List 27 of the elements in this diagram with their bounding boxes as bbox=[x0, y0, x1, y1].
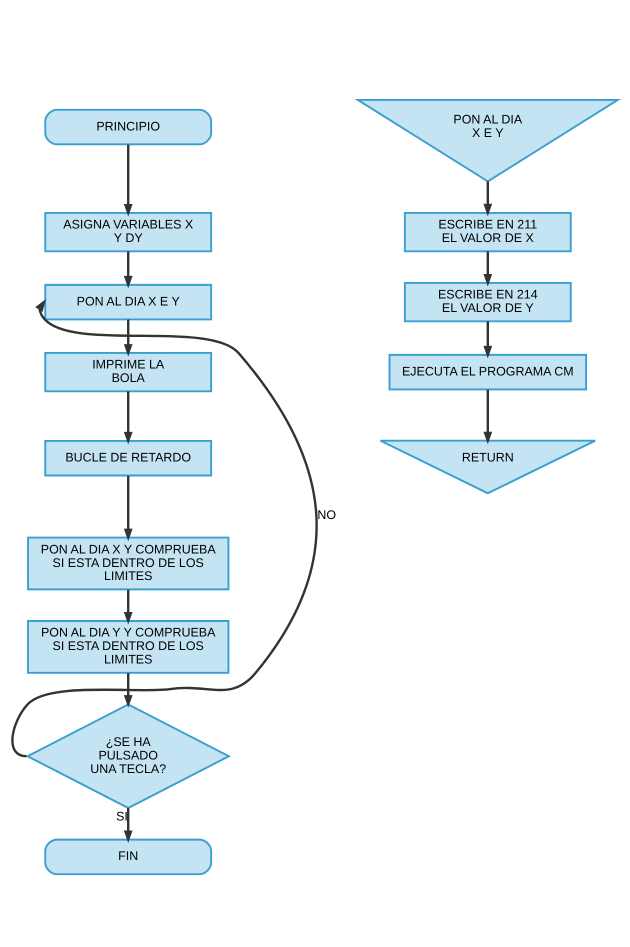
node-box: FIN bbox=[44, 838, 212, 876]
node-box: EJECUTA EL PROGRAMA CM bbox=[388, 354, 588, 390]
node-box: PRINCIPIO bbox=[44, 108, 212, 146]
arrow bbox=[124, 673, 133, 708]
arrow bbox=[124, 391, 133, 444]
arrow bbox=[124, 476, 133, 542]
arrow bbox=[124, 808, 133, 843]
node-box: PON AL DIA Y Y COMPRUEBA SI ESTA DENTRO DE LOS LIMITES bbox=[27, 620, 230, 674]
arrow bbox=[124, 251, 133, 288]
arrow bbox=[124, 590, 133, 625]
node-box: ASIGNA VARIABLES X Y DY bbox=[44, 212, 212, 252]
node-box: IMPRIME LA BOLA bbox=[44, 352, 212, 392]
arrow bbox=[11, 299, 318, 758]
edge-label: NO bbox=[317, 508, 336, 522]
arrow bbox=[483, 251, 492, 287]
arrow bbox=[124, 320, 133, 357]
arrow bbox=[124, 144, 133, 217]
arrow bbox=[483, 390, 492, 444]
node-box: PON AL DIA X E Y bbox=[44, 284, 212, 320]
arrow bbox=[483, 321, 492, 358]
node-box: BUCLE DE RETARDO bbox=[44, 440, 212, 476]
node-box: ESCRIBE EN 214 EL VALOR DE Y bbox=[404, 282, 572, 322]
node-box: PON AL DIA X Y COMPRUEBA SI ESTA DENTRO DE LOS LIMITES bbox=[27, 536, 230, 590]
node-box: ESCRIBE EN 211 EL VALOR DE X bbox=[404, 212, 572, 252]
edge-label: SI bbox=[116, 809, 128, 824]
arrow bbox=[483, 181, 492, 216]
node-diamond: ¿SE HA PULSADO UNA TECLA? bbox=[25, 703, 231, 810]
